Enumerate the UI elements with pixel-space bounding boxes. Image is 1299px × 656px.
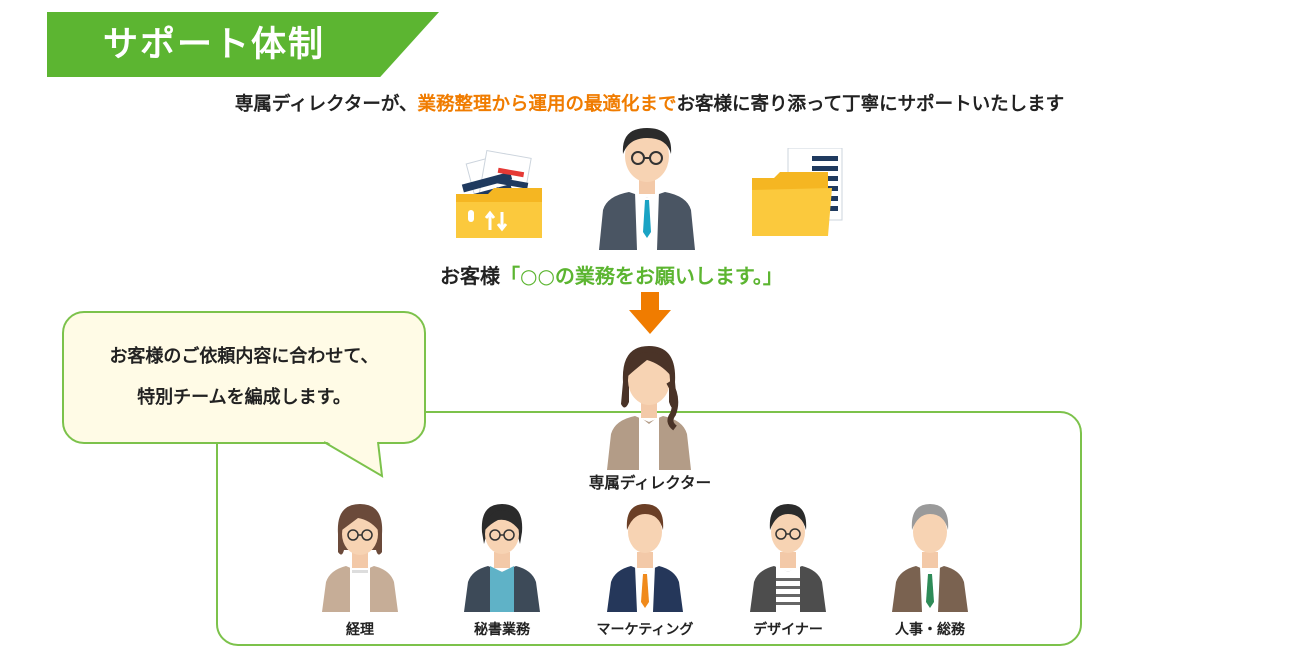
subtitle-highlight: 業務整理から運用の最適化まで — [417, 94, 677, 115]
member-label-secretary: 秘書業務 — [474, 622, 530, 638]
member-marketing-illustration — [607, 504, 683, 612]
down-arrow-icon — [629, 292, 671, 334]
request-quote: 「○○の業務をお願いします。」 — [500, 264, 783, 288]
title-banner — [47, 12, 439, 77]
member-label-marketing: マーケティング — [596, 622, 694, 638]
member-label-accounting: 経理 — [346, 622, 374, 638]
member-hr-general-affairs-illustration — [892, 504, 968, 612]
subtitle-part1: 専属ディレクターが、 — [234, 94, 418, 115]
subtitle-part2: お客様に寄り添って丁寧にサポートいたします — [676, 94, 1065, 115]
director-label: 専属ディレクター — [588, 474, 712, 492]
page-title: サポート体制 — [103, 25, 326, 65]
member-secretary-illustration — [464, 504, 540, 612]
bubble-line-1: お客様のご依頼内容に合わせて、 — [109, 346, 379, 367]
request-speaker: お客様 — [440, 264, 500, 288]
member-label-hr-general-affairs: 人事・総務 — [895, 622, 965, 638]
speech-bubble-tail — [323, 440, 384, 478]
subtitle: 専属ディレクターが、業務整理から運用の最適化までお客様に寄り添って丁寧にサポート… — [0, 90, 1299, 116]
folder-icon — [752, 148, 843, 236]
folder-documents-icon — [456, 150, 542, 238]
director-woman-illustration — [607, 346, 691, 470]
bubble-text: お客様のご依頼内容に合わせて、 特別チームを編成します。 — [62, 336, 426, 418]
member-designer-illustration — [750, 504, 826, 612]
member-accounting-illustration — [322, 504, 398, 612]
speech-bubble — [62, 311, 426, 444]
member-label-designer: デザイナー — [753, 622, 823, 638]
customer-request: お客様「○○の業務をお願いします。」 — [440, 260, 783, 289]
customer-man-illustration — [599, 128, 695, 250]
bubble-line-2: 特別チームを編成します。 — [137, 387, 351, 408]
